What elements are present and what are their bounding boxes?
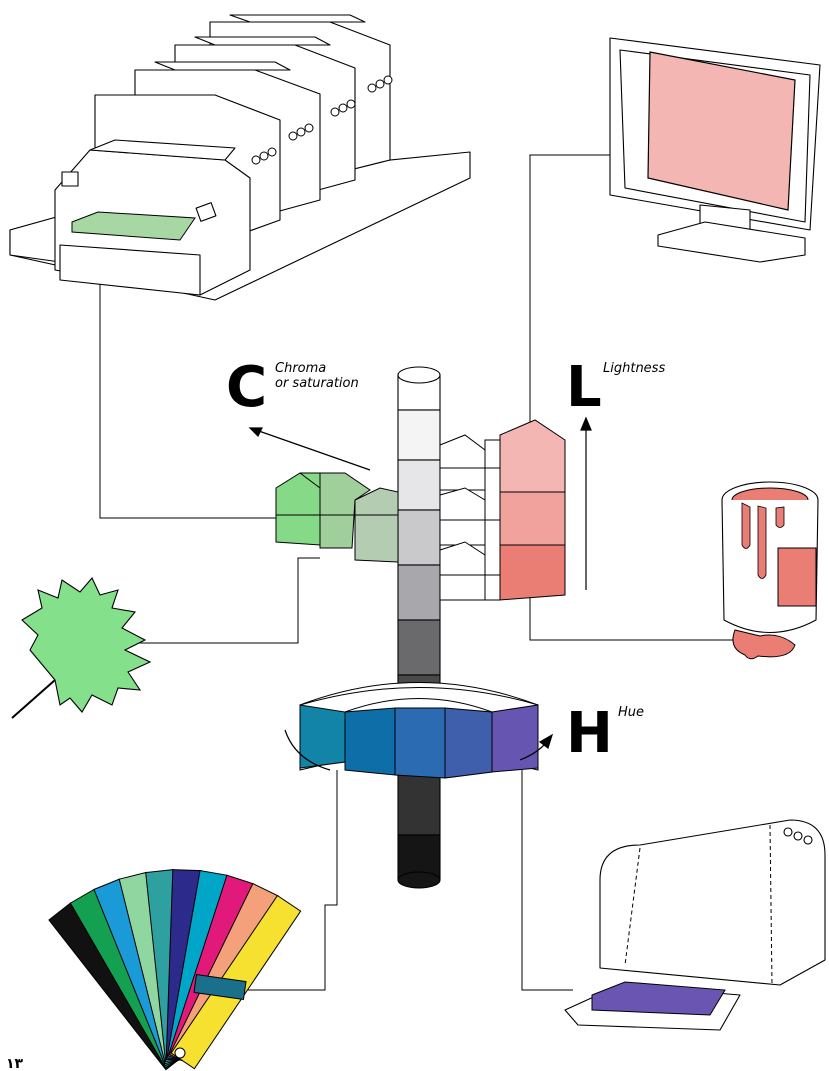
paint-can-icon — [721, 481, 819, 660]
printer-paper-sheet — [591, 981, 726, 1016]
gray-segment — [397, 459, 441, 511]
hue-block — [491, 704, 539, 773]
hue-block — [394, 707, 446, 779]
hue-ring — [299, 682, 539, 779]
hue-block — [344, 707, 396, 776]
swatch-fan-icon — [48, 869, 302, 1071]
press-paper-sheet — [71, 211, 196, 241]
green-block — [275, 472, 321, 546]
hue-letter: H — [566, 701, 613, 766]
hue-block — [444, 707, 493, 779]
corner-page-mark: ۱۳ — [6, 1056, 24, 1071]
chroma-label-line1: Chroma — [275, 361, 326, 376]
chroma-wedge-stack — [275, 472, 399, 563]
chroma-letter: C — [226, 355, 267, 420]
pink-block — [499, 419, 566, 493]
green-block — [354, 487, 399, 563]
gray-segment — [397, 774, 441, 836]
lightness-letter: L — [566, 355, 602, 420]
monitor-icon — [609, 37, 821, 263]
arrows — [248, 416, 592, 771]
leaf-icon — [11, 576, 152, 719]
gray-segment — [397, 509, 441, 566]
axis-labels: C Chroma or saturation L Lightness H Hue… — [6, 355, 665, 1071]
gray-segment — [397, 619, 441, 676]
pink-block — [499, 491, 566, 546]
lightness-label: Lightness — [603, 361, 665, 376]
monitor-screen — [647, 51, 796, 211]
gray-segment — [397, 409, 441, 461]
lightness-wedge-stack — [439, 419, 566, 601]
offset-press-icon — [9, 14, 471, 301]
gray-segment — [397, 564, 441, 621]
inkjet-printer-icon — [564, 819, 826, 1031]
hue-label: Hue — [618, 705, 644, 720]
lightness-column — [397, 366, 441, 889]
hue-block — [299, 704, 346, 769]
pink-block — [499, 544, 566, 601]
swatch-pulled-chip — [193, 974, 247, 1000]
chroma-label-line2: or saturation — [275, 376, 359, 391]
